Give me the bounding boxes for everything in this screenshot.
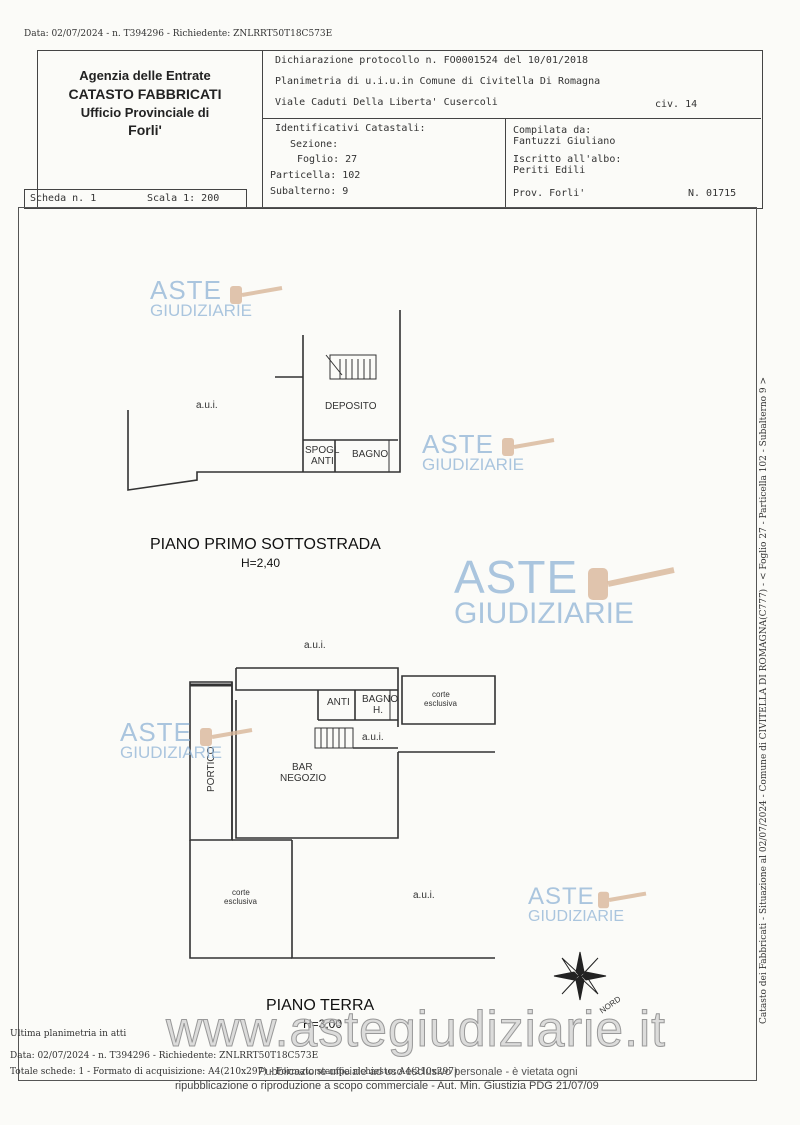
agency-block: Agenzia delle Entrate CATASTO FABBRICATI… (40, 68, 250, 138)
spogl-label: SPOGL (305, 445, 340, 456)
header-inner-divider (505, 118, 506, 207)
scala-label: Scala 1: 200 (147, 193, 220, 204)
header-hdivider (262, 118, 761, 119)
albo-label: Iscritto all'albo: (513, 154, 622, 165)
basement-anti-label: ANTI (311, 456, 334, 467)
footer-totale: Totale schede: 1 - Formato di acquisizio… (10, 1067, 458, 1077)
declaration-plan: Planimetria di u.i.u.in Comune di Civite… (275, 76, 601, 87)
esclusiva-1-label: esclusiva (424, 699, 457, 708)
corte-2-label: corte (232, 888, 250, 897)
ground-title: PIANO TERRA (266, 997, 375, 1014)
identifiers-particella: Particella: 102 (270, 170, 361, 181)
gavel-icon (598, 891, 648, 909)
ground-bagno-label: BAGNO (362, 694, 399, 705)
basement-title: PIANO PRIMO SOTTOSTRADA (150, 536, 381, 553)
compiled-label: Compilata da: (513, 125, 592, 136)
negozio-label: NEGOZIO (280, 773, 327, 784)
catasto-title: CATASTO FABBRICATI (68, 86, 222, 102)
province-label: Prov. Forli' (513, 188, 586, 199)
esclusiva-2-label: esclusiva (224, 897, 257, 906)
gavel-icon (230, 286, 284, 304)
ufficio-city: Forli' (128, 122, 162, 138)
ground-height: H=3,00 (303, 1017, 343, 1031)
header-data-line: Data: 02/07/2024 - n. T394296 - Richiede… (24, 29, 333, 39)
basement-aui-label: a.u.i. (196, 400, 218, 411)
registration-number: N. 01715 (688, 188, 737, 199)
ground-aui-right-label: a.u.i. (413, 890, 435, 901)
header-frame (37, 50, 763, 209)
declaration-address: Viale Caduti Della Liberta' Cusercoli (275, 97, 498, 108)
aste-watermark-5: ASTE GIUDIZIARIE (528, 883, 625, 925)
ground-aui-mid-label: a.u.i. (362, 732, 384, 743)
corte-1-label: corte (432, 690, 450, 699)
declaration-protocol: Dichiarazione protocollo n. FO0001524 de… (275, 55, 589, 66)
scheda-label: Scheda n. 1 (30, 193, 97, 204)
footer-data-line: Data: 02/07/2024 - n. T394296 - Richiede… (10, 1051, 319, 1061)
identifiers-title: Identificativi Catastali: (275, 123, 426, 134)
identifiers-foglio: Foglio: 27 (297, 154, 358, 165)
agency-name: Agenzia delle Entrate (79, 68, 211, 83)
ground-anti-label: ANTI (327, 697, 350, 708)
aste-watermark-2: ASTE GIUDIZIARIE (422, 429, 525, 474)
site-watermark: www.astegiudiziarie.it (166, 1001, 666, 1058)
header-vdivider (262, 50, 263, 207)
drawing-frame (18, 207, 757, 1081)
basement-plan (128, 310, 400, 490)
footer-notice-line1: Pubblicazione ufficiale ad uso esclusivo… (258, 1066, 578, 1078)
identifiers-sezione: Sezione: (290, 139, 339, 150)
last-plan-label: Ultima planimetria in atti (10, 1029, 127, 1039)
ground-aui-top-label: a.u.i. (304, 640, 326, 651)
identifiers-subalterno: Subalterno: 9 (270, 186, 349, 197)
ufficio-label: Ufficio Provinciale di (80, 105, 210, 120)
gavel-icon (588, 562, 676, 600)
aste-watermark-3: ASTE GIUDIZIARIE (454, 551, 635, 630)
aste-watermark-4: ASTE GIUDIZIARIE (120, 717, 223, 762)
basement-height: H=2,40 (241, 556, 281, 570)
aste-watermark-1: ASTE GIUDIZIARIE (150, 275, 253, 320)
scheda-box (24, 189, 247, 209)
bar-label: BAR (292, 762, 313, 773)
basement-bagno-label: BAGNO (352, 449, 389, 460)
deposito-label: DEPOSITO (325, 401, 377, 412)
albo-value: Periti Edili (513, 165, 586, 176)
footer-notice-line2: ripubblicazione o riproduzione a scopo c… (175, 1080, 599, 1092)
ground-plan (190, 668, 495, 958)
ground-h-label: H. (373, 705, 383, 716)
side-catasto-text: Catasto dei Fabbricati - Situazione al 0… (759, 376, 769, 1024)
gavel-icon (200, 728, 254, 746)
gavel-icon (502, 438, 556, 456)
compiled-name: Fantuzzi Giuliano (513, 136, 616, 147)
compass-rose-icon (553, 951, 607, 1001)
declaration-civ: civ. 14 (655, 99, 698, 110)
